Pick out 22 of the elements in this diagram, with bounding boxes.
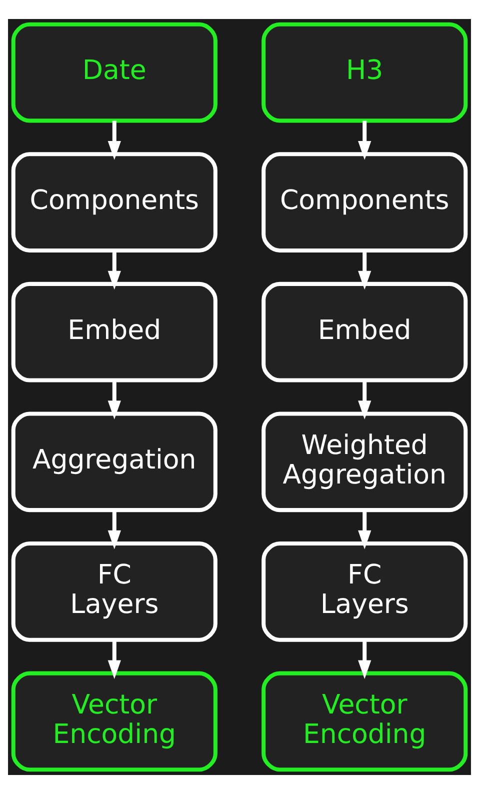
node-box: H3 <box>262 22 468 123</box>
node-box: Date <box>11 22 218 123</box>
arrow <box>358 250 372 290</box>
arrow <box>358 380 372 420</box>
arrow <box>358 120 372 160</box>
node-box: Components <box>262 152 468 252</box>
node-box: Weighted Aggregation <box>262 412 468 512</box>
arrow <box>108 640 121 680</box>
arrow <box>358 510 372 550</box>
arrow <box>108 380 121 420</box>
node-box: FC Layers <box>11 542 218 642</box>
arrow <box>108 250 121 290</box>
node-box: FC Layers <box>262 542 468 642</box>
node-box: Embed <box>262 282 468 382</box>
node-box: Components <box>11 152 218 252</box>
node-box: Vector Encoding <box>11 671 218 772</box>
node-box: Embed <box>11 282 218 382</box>
node-box: Aggregation <box>11 412 218 512</box>
arrow <box>358 640 372 680</box>
arrow <box>108 120 121 160</box>
node-box: Vector Encoding <box>262 671 468 772</box>
arrow <box>108 510 121 550</box>
